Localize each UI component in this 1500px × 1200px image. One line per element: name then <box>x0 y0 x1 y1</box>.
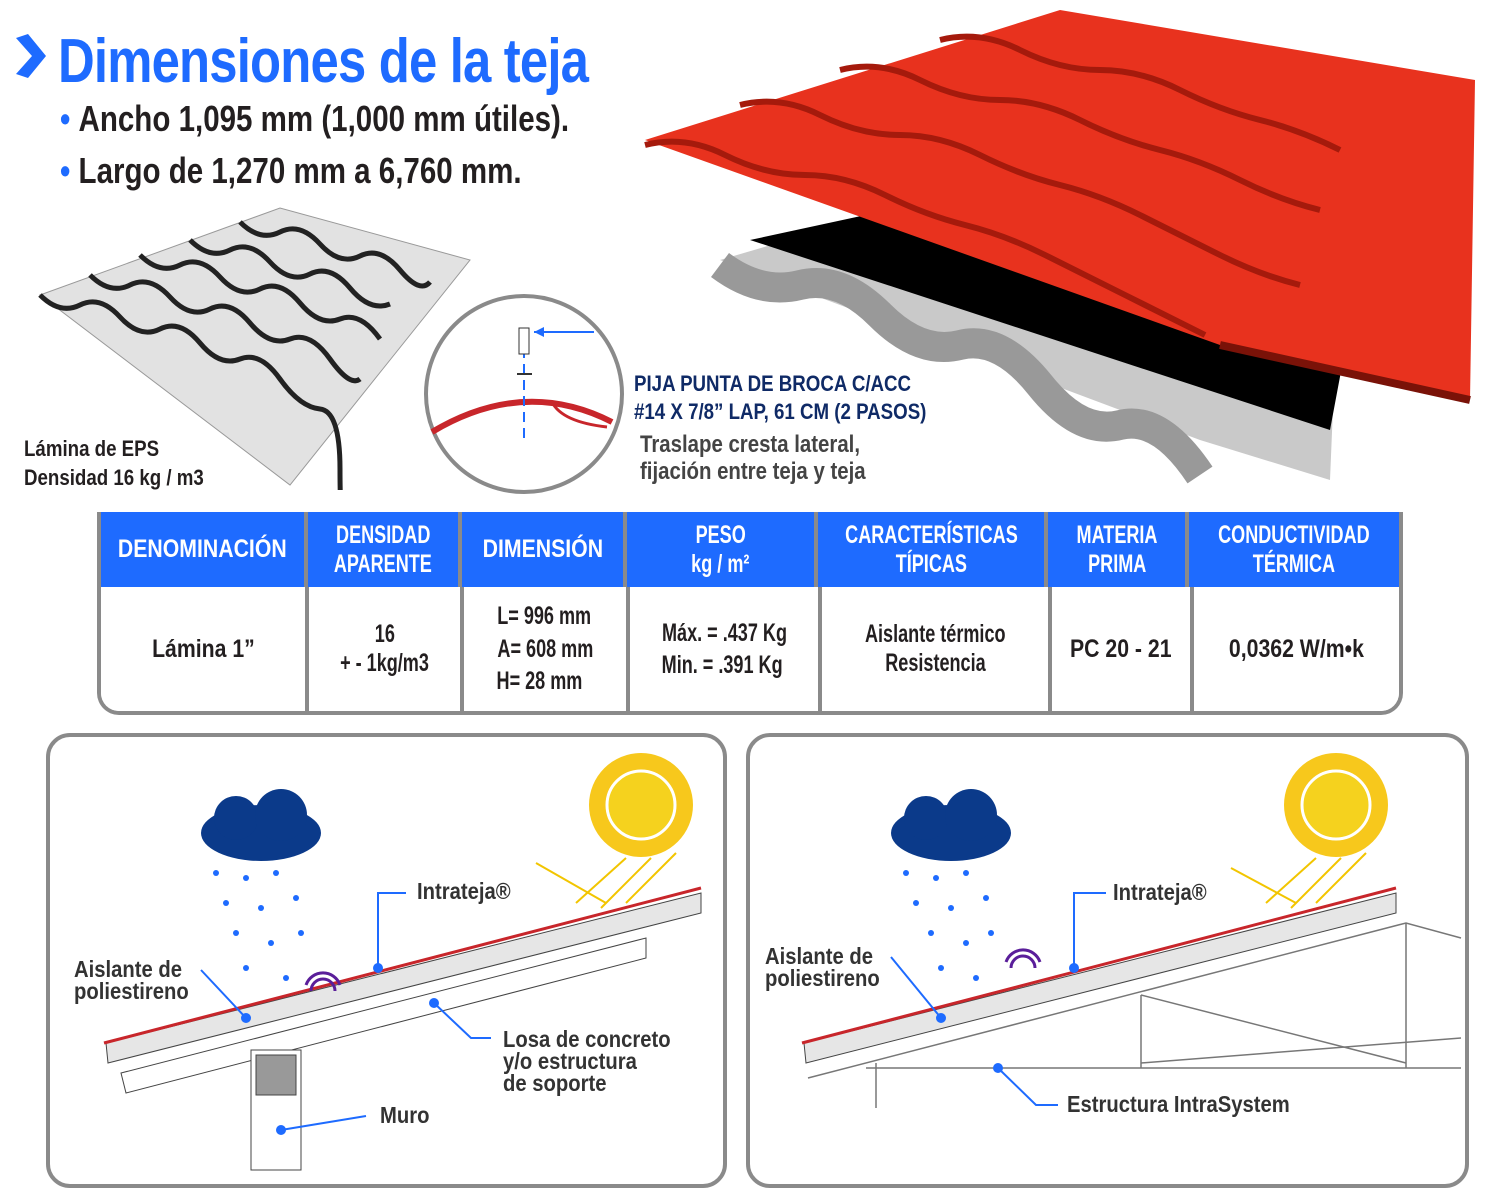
rain-cloud-icon <box>201 789 321 861</box>
sun-icon <box>1284 753 1388 857</box>
cell-conductividad: 0,0362 W/m•k <box>1228 634 1365 663</box>
screw-detail-circle <box>424 294 624 494</box>
signal-icon <box>304 971 342 992</box>
screw-description: Traslape cresta lateral,fijación entre t… <box>640 431 866 485</box>
screw-spec: PIJA PUNTA DE BROCA C/ACC#14 X 7/8” LAP,… <box>634 371 927 424</box>
screw-icon <box>518 327 530 355</box>
signal-icon <box>1004 948 1042 969</box>
label-muro: Muro <box>380 1102 430 1128</box>
col-header-denominacion: DENOMINACIÓN <box>101 512 308 587</box>
bullet-length: •Largo de 1,270 mm a 6,760 mm. <box>60 150 522 191</box>
sun-icon <box>589 753 693 857</box>
intrasystem-install-diagram <box>801 753 1462 1108</box>
col-header-dimension: DIMENSIÓN <box>462 512 628 587</box>
roof-tile-illustration <box>644 10 1475 484</box>
label-estructura: Estructura IntraSystem <box>1067 1091 1290 1117</box>
chevron-bullet-icon <box>16 34 46 78</box>
cell-densidad: 16+ - 1kg/m3 <box>309 587 464 711</box>
concrete-install-diagram <box>103 753 702 1171</box>
cell-denominacion: Lámina 1” <box>101 587 309 711</box>
label-intrateja-right: Intrateja® <box>1113 879 1207 905</box>
rain-cloud-icon <box>891 789 1011 861</box>
page-title: Dimensiones de la teja <box>58 27 589 96</box>
cell-materia: PC 20 - 21 <box>1052 587 1194 711</box>
bullet-width: •Ancho 1,095 mm (1,000 mm útiles). <box>60 98 570 139</box>
eps-sheet-illustration <box>38 207 471 490</box>
label-intrateja: Intrateja® <box>417 878 511 904</box>
